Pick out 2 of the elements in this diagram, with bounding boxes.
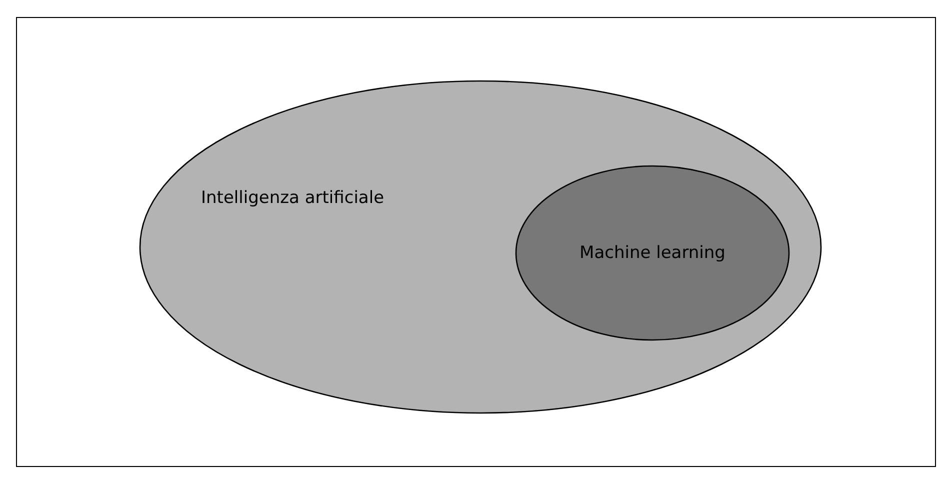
- set-label: Machine learning: [580, 243, 726, 263]
- set-label: Intelligenza artificiale: [201, 188, 384, 208]
